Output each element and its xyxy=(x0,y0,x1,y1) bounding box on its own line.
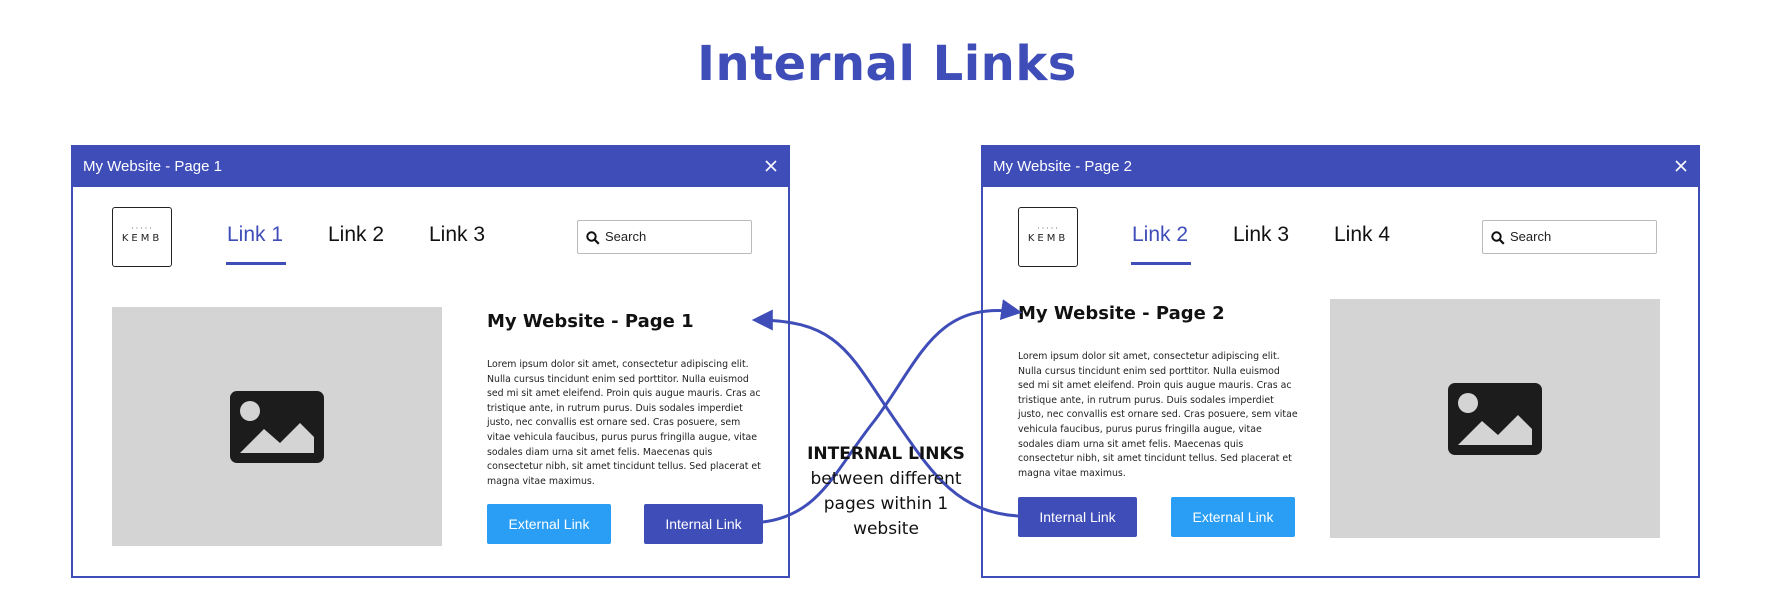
external-link-button[interactable]: External Link xyxy=(487,504,611,544)
nav-link-2[interactable]: Link 2 xyxy=(328,223,385,246)
nav-link-3[interactable]: Link 3 xyxy=(1233,223,1290,246)
page-heading: My Website - Page 1 xyxy=(487,311,694,332)
search-input[interactable]: Search xyxy=(1482,220,1657,254)
internal-links-annotation: INTERNAL LINKS between different pages w… xyxy=(800,442,972,542)
window-title: My Website - Page 2 xyxy=(993,158,1132,175)
image-icon xyxy=(1448,382,1542,455)
external-link-button[interactable]: External Link xyxy=(1171,497,1295,537)
window-titlebar: My Website - Page 1 xyxy=(73,147,788,187)
window-titlebar: My Website - Page 2 xyxy=(983,147,1698,187)
page-body-text: Lorem ipsum dolor sit amet, consectetur … xyxy=(487,359,761,487)
search-input[interactable]: Search xyxy=(577,220,752,254)
nav-link-1[interactable]: Link 1 xyxy=(227,223,284,246)
close-icon[interactable] xyxy=(1674,159,1688,173)
browser-window-page-1: My Website - Page 1 • • • • • KEMB Link … xyxy=(71,145,790,578)
nav-link-4[interactable]: Link 4 xyxy=(1334,223,1391,246)
active-nav-underline xyxy=(1131,262,1191,265)
logo[interactable]: • • • • • KEMB xyxy=(112,207,172,267)
page-body-text: Lorem ipsum dolor sit amet, consectetur … xyxy=(1018,351,1298,479)
arrow-page2-to-page1 xyxy=(751,309,1019,518)
annotation-heading: INTERNAL LINKS xyxy=(807,444,965,464)
close-icon[interactable] xyxy=(764,159,778,173)
image-placeholder xyxy=(1330,299,1660,538)
search-icon xyxy=(1491,231,1505,245)
nav-link-3[interactable]: Link 3 xyxy=(429,223,486,246)
page-heading: My Website - Page 2 xyxy=(1018,303,1225,324)
search-placeholder: Search xyxy=(1510,229,1552,244)
browser-window-page-2: My Website - Page 2 • • • • • KEMB Link … xyxy=(981,145,1700,578)
annotation-line-3: website xyxy=(853,519,919,539)
search-icon xyxy=(586,231,600,245)
image-icon xyxy=(230,390,324,463)
active-nav-underline xyxy=(226,262,286,265)
page-title: Internal Links xyxy=(697,36,1077,92)
search-placeholder: Search xyxy=(605,229,647,244)
logo[interactable]: • • • • • KEMB xyxy=(1018,207,1078,267)
annotation-line-1: between different xyxy=(810,469,962,489)
internal-link-button[interactable]: Internal Link xyxy=(644,504,763,544)
nav-link-2[interactable]: Link 2 xyxy=(1132,223,1189,246)
window-title: My Website - Page 1 xyxy=(83,158,222,175)
annotation-line-2: pages within 1 xyxy=(823,494,949,514)
image-placeholder xyxy=(112,307,442,546)
internal-link-button[interactable]: Internal Link xyxy=(1018,497,1137,537)
arrow-page1-to-page2 xyxy=(762,299,1023,524)
